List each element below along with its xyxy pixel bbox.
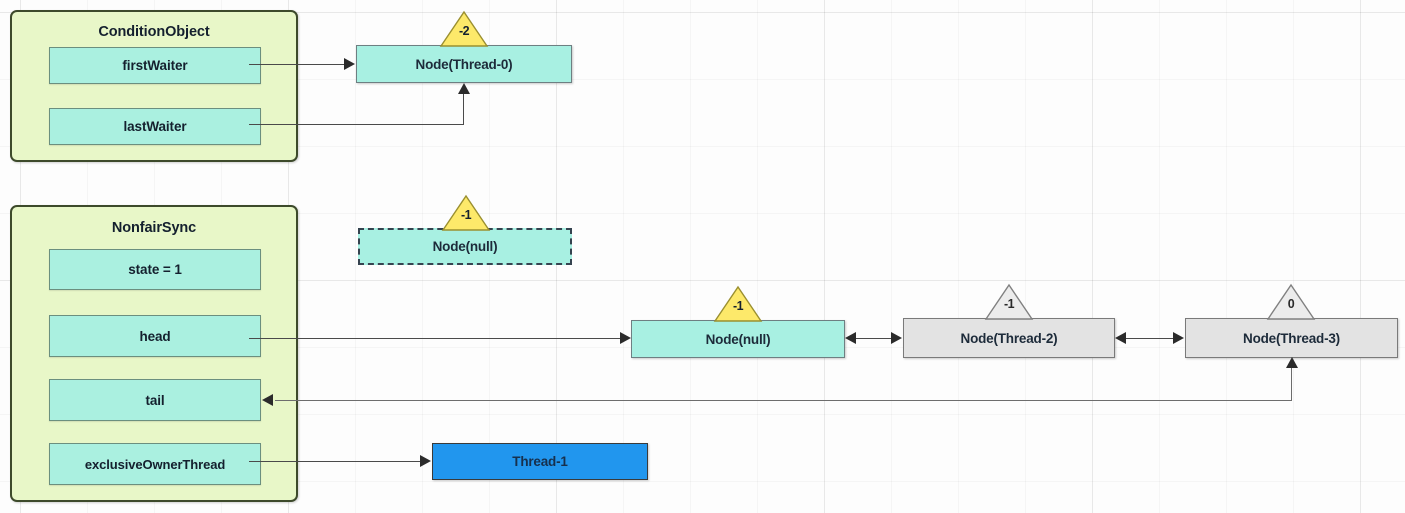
arrowhead-exclusive-owner-thread [420,455,431,467]
node-thread-0[interactable]: Node(Thread-0) [356,45,572,83]
nonfair-sync-title: NonfairSync [111,220,197,236]
connector-tail-vertical [1291,367,1292,401]
node-thread-2[interactable]: Node(Thread-2) [903,318,1115,358]
condition-object-title: ConditionObject [98,24,210,40]
condition-object-container: ConditionObject firstWaiter lastWaiter [10,10,298,162]
field-state[interactable]: state = 1 [49,249,261,290]
connector-last-waiter-horizontal [249,124,464,125]
field-first-waiter[interactable]: firstWaiter [49,47,261,84]
arrowhead-thread2-thread3-right [1173,332,1184,344]
wait-status-label: -1 [460,208,472,222]
wait-status-null-dashed: -1 [440,193,492,233]
wait-status-thread-0: -2 [438,9,490,49]
wait-status-label: 0 [1287,297,1295,311]
arrowhead-last-waiter [458,83,470,94]
connector-null-thread2 [849,338,899,339]
connector-last-waiter-vertical [463,92,464,125]
connector-first-waiter [249,64,345,65]
connector-tail-horizontal [275,400,1292,401]
arrowhead-head [620,332,631,344]
connector-exclusive-owner-thread [249,461,421,462]
node-thread-3[interactable]: Node(Thread-3) [1185,318,1398,358]
wait-status-thread-2: -1 [983,282,1035,322]
node-null-dashed[interactable]: Node(null) [358,228,572,265]
arrowhead-null-thread2-left [845,332,856,344]
triangle-icon [441,194,491,231]
triangle-icon [713,285,763,322]
arrowhead-null-thread2-right [891,332,902,344]
connector-head [249,338,621,339]
triangle-icon [439,10,489,47]
triangle-icon [984,283,1034,320]
field-head[interactable]: head [49,315,261,357]
field-exclusive-owner-thread[interactable]: exclusiveOwnerThread [49,443,261,485]
wait-status-label: -1 [732,299,744,313]
field-tail[interactable]: tail [49,379,261,421]
wait-status-thread-3: 0 [1265,282,1317,322]
arrowhead-thread2-thread3-left [1115,332,1126,344]
arrowhead-tail-up [1286,357,1298,368]
wait-status-null-head: -1 [712,284,764,324]
nonfair-sync-container: NonfairSync state = 1 head tail exclusiv… [10,205,298,502]
thread-1-box[interactable]: Thread-1 [432,443,648,480]
arrowhead-first-waiter [344,58,355,70]
node-null-head[interactable]: Node(null) [631,320,845,358]
wait-status-label: -1 [1003,297,1015,311]
wait-status-label: -2 [458,24,470,38]
arrowhead-tail-left [262,394,273,406]
triangle-icon [1266,283,1316,320]
connector-thread2-thread3 [1119,338,1181,339]
field-last-waiter[interactable]: lastWaiter [49,108,261,145]
